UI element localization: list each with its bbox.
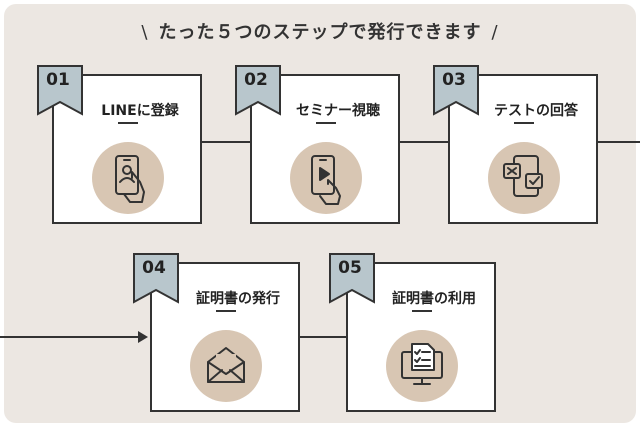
step-number: 04 <box>142 258 166 278</box>
step-card-02: セミナー視聴 <box>250 74 400 224</box>
test-answer-phone-icon <box>503 155 543 197</box>
label-underline <box>118 122 138 124</box>
step-label: LINEに登録 <box>101 103 179 119</box>
title-right-slash: / <box>491 22 499 43</box>
step-number: 03 <box>442 70 466 90</box>
step-label: 証明書の発行 <box>196 291 280 307</box>
step-badge-04: 04 <box>132 252 180 304</box>
step-number: 02 <box>244 70 268 90</box>
icon-circle <box>488 142 560 214</box>
icon-circle <box>386 330 458 402</box>
label-underline <box>316 122 336 124</box>
step-badge-03: 03 <box>432 64 480 116</box>
step-label: テストの回答 <box>494 103 578 119</box>
connector-1-2 <box>202 141 252 143</box>
connector-in-4 <box>0 336 140 338</box>
step-badge-05: 05 <box>328 252 376 304</box>
step-number: 05 <box>338 258 362 278</box>
connector-4-5 <box>298 336 348 338</box>
connector-3-out <box>596 141 640 143</box>
connector-2-3 <box>400 141 450 143</box>
smartphone-person-icon <box>115 155 145 203</box>
page-title: \ たった５つのステップで発行できます / <box>0 18 640 44</box>
step-label: 証明書の利用 <box>392 291 476 307</box>
icon-circle <box>290 142 362 214</box>
step-badge-02: 02 <box>234 64 282 116</box>
step-number: 01 <box>46 70 70 90</box>
icon-circle <box>190 330 262 402</box>
label-underline <box>514 122 534 124</box>
certificate-monitor-icon <box>401 343 443 385</box>
title-left-slash: \ <box>141 22 149 43</box>
label-underline <box>412 310 432 312</box>
envelope-open-icon <box>207 347 245 383</box>
video-play-phone-icon <box>311 155 341 205</box>
step-badge-01: 01 <box>36 64 84 116</box>
title-text: たった５つのステップで発行できます <box>158 22 482 43</box>
arrow-head-4 <box>138 331 148 343</box>
step-label: セミナー視聴 <box>296 103 380 119</box>
icon-circle <box>92 142 164 214</box>
label-underline <box>216 310 236 312</box>
